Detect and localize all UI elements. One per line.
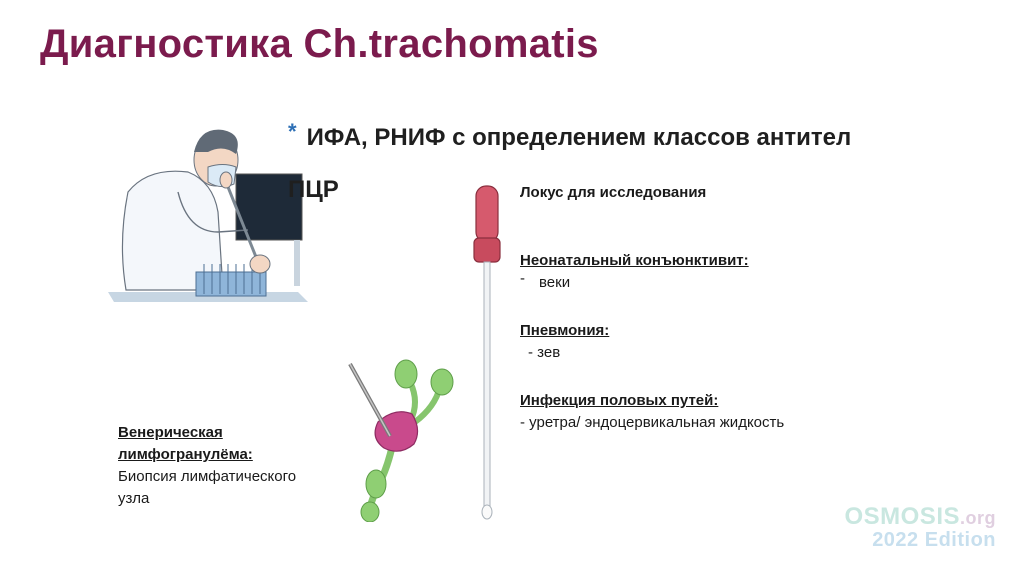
slide-title: Диагностика Ch.trachomatis xyxy=(40,22,599,66)
bullet-pcr-text: ПЦР xyxy=(288,176,339,203)
bullet-elisa: * ИФА, РНИФ с определением классов антите… xyxy=(288,119,852,152)
genital-value: - уретра/ эндоцервикальная жидкость xyxy=(520,414,785,431)
osmosis-edition: 2022 Edition xyxy=(872,529,996,551)
osmosis-brand: OSMOSIS xyxy=(844,503,960,530)
neonatal-heading: Неонатальный конъюнктивит: xyxy=(520,252,749,269)
lgv-text-line1: Биопсия лимфатического xyxy=(118,468,297,485)
locus-heading: Локус для исследования xyxy=(520,184,707,201)
neonatal-value: -веки xyxy=(520,270,571,291)
osmosis-org: .org xyxy=(960,508,996,528)
lymph-node-biopsy-illustration xyxy=(348,359,454,522)
bullet-pcr: ПЦР xyxy=(288,176,339,204)
genital-heading: Инфекция половых путей: xyxy=(520,392,719,409)
lgv-heading-line2: лимфогранулёма: xyxy=(118,446,253,463)
pneumonia-heading: Пневмония: xyxy=(520,322,610,339)
lgv-text-line2: узла xyxy=(118,490,150,507)
osmosis-logo: OSMOSIS.org xyxy=(844,503,996,531)
osmosis-watermark: OSMOSIS.org 2022 Edition xyxy=(844,503,996,552)
bullet-elisa-text: ИФА, РНИФ с определением классов антител xyxy=(306,124,852,151)
bullet-star-icon: * xyxy=(288,119,297,144)
dash-marker: - xyxy=(520,270,525,287)
lgv-heading-line1: Венерическая xyxy=(118,424,223,441)
neonatal-value-text: веки xyxy=(539,274,571,291)
swab-illustration xyxy=(473,185,501,520)
pneumonia-value: - зев xyxy=(528,344,561,361)
lgv-block: Венерическая лимфогранулёма: Биопсия лим… xyxy=(118,422,338,510)
lab-scientist-illustration xyxy=(108,129,308,302)
